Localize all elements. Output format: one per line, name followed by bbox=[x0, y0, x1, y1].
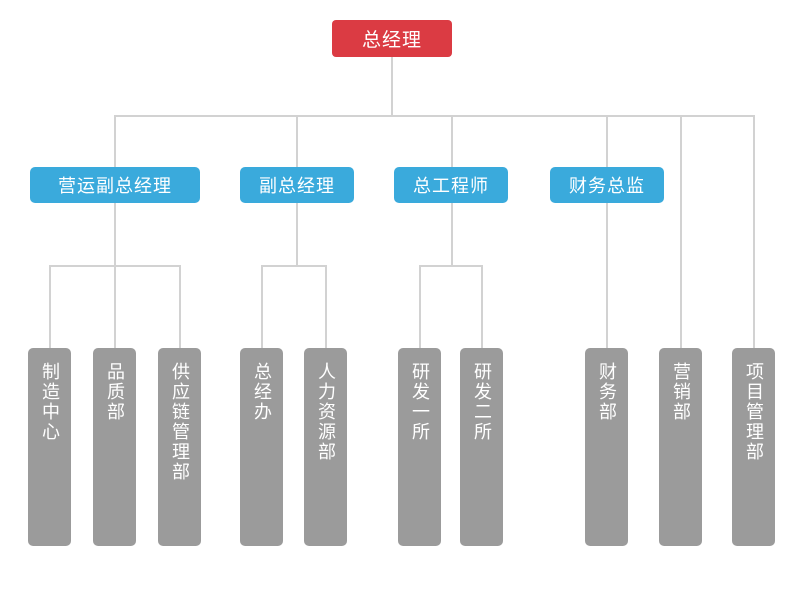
node-rd-institute-two[interactable]: 研发二所 bbox=[460, 348, 503, 546]
node-label: 研发一所 bbox=[410, 362, 431, 442]
connector-drop-chief-engineer bbox=[451, 115, 453, 167]
node-chief-engineer[interactable]: 总工程师 bbox=[394, 167, 508, 203]
connector-stem-vgm bbox=[296, 203, 298, 266]
node-label: 项目管理部 bbox=[744, 362, 765, 462]
node-label: 副总经理 bbox=[259, 176, 335, 196]
connector-bus-chief-engineer bbox=[419, 265, 482, 267]
node-label: 财务部 bbox=[597, 362, 618, 422]
node-finance-department[interactable]: 财务部 bbox=[585, 348, 628, 546]
connector-drop-ops-vgm bbox=[114, 115, 116, 167]
node-general-manager-office[interactable]: 总经办 bbox=[240, 348, 283, 546]
node-label: 研发二所 bbox=[472, 362, 493, 442]
connector-drop-hr-dept bbox=[325, 265, 327, 348]
node-label: 营销部 bbox=[671, 362, 692, 422]
connector-drop-project-mgmt bbox=[753, 115, 755, 348]
node-quality-department[interactable]: 品质部 bbox=[93, 348, 136, 546]
connector-drop-rd-institute-1 bbox=[419, 265, 421, 348]
node-project-management-department[interactable]: 项目管理部 bbox=[732, 348, 775, 546]
node-label: 供应链管理部 bbox=[170, 362, 191, 482]
connector-root-stem bbox=[391, 57, 393, 116]
node-finance-director[interactable]: 财务总监 bbox=[550, 167, 664, 203]
connector-drop-marketing bbox=[680, 115, 682, 348]
node-marketing-department[interactable]: 营销部 bbox=[659, 348, 702, 546]
connector-drop-supply-chain-dept bbox=[179, 265, 181, 348]
node-label: 总工程师 bbox=[413, 176, 489, 196]
connector-drop-finance-director bbox=[606, 115, 608, 167]
connector-stem-ops-vgm bbox=[114, 203, 116, 266]
node-vice-general-manager[interactable]: 副总经理 bbox=[240, 167, 354, 203]
connector-drop-gm-office bbox=[261, 265, 263, 348]
node-rd-institute-one[interactable]: 研发一所 bbox=[398, 348, 441, 546]
connector-drop-manufacturing-center bbox=[49, 265, 51, 348]
node-label: 品质部 bbox=[105, 362, 126, 422]
connector-drop-finance-dept bbox=[606, 203, 608, 348]
node-manufacturing-center[interactable]: 制造中心 bbox=[28, 348, 71, 546]
node-label: 总经办 bbox=[252, 362, 273, 422]
node-supply-chain-management-department[interactable]: 供应链管理部 bbox=[158, 348, 201, 546]
node-operations-vice-general-manager[interactable]: 营运副总经理 bbox=[30, 167, 200, 203]
connector-main-bus bbox=[115, 115, 755, 117]
node-label: 营运副总经理 bbox=[58, 176, 172, 196]
connector-drop-rd-institute-2 bbox=[481, 265, 483, 348]
connector-drop-quality-dept bbox=[114, 265, 116, 348]
node-general-manager[interactable]: 总经理 bbox=[332, 20, 452, 57]
node-human-resources-department[interactable]: 人力资源部 bbox=[304, 348, 347, 546]
node-label: 财务总监 bbox=[569, 176, 645, 196]
node-label: 总经理 bbox=[361, 30, 422, 51]
connector-stem-chief-engineer bbox=[451, 203, 453, 266]
connector-drop-vgm bbox=[296, 115, 298, 167]
node-label: 人力资源部 bbox=[316, 362, 337, 462]
connector-bus-vgm bbox=[261, 265, 326, 267]
node-label: 制造中心 bbox=[40, 362, 61, 442]
